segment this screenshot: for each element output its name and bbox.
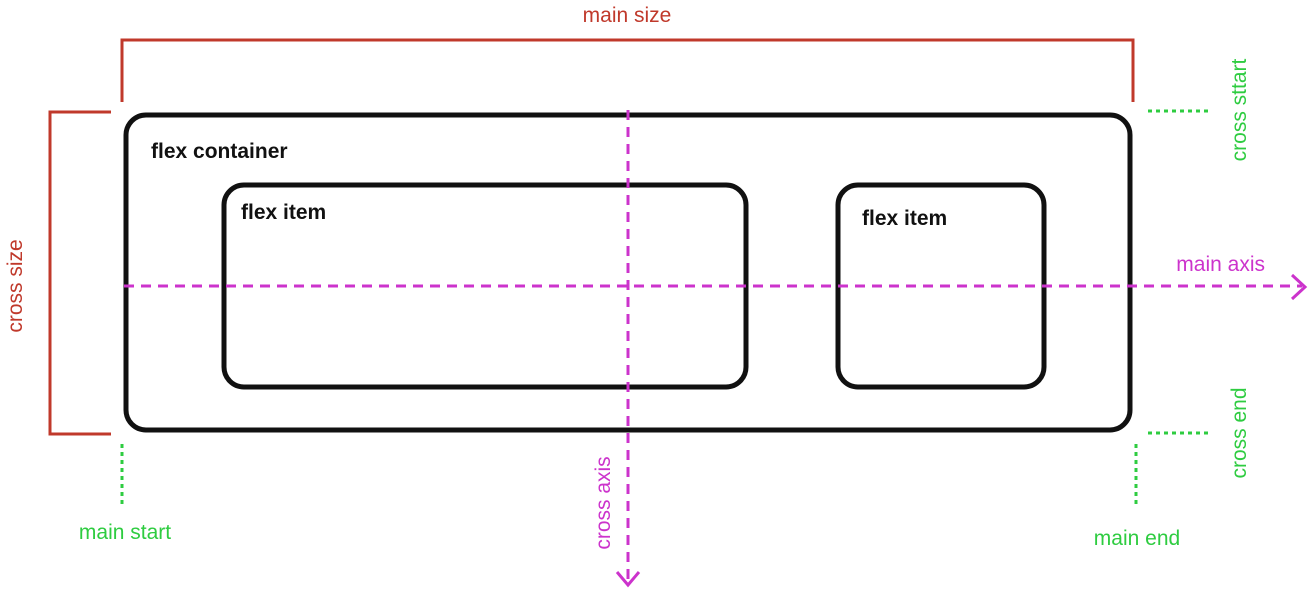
cross-size-label: cross size: [4, 239, 27, 332]
main-size-bracket: [120, 38, 1135, 102]
flex-item-label: flex item: [241, 201, 326, 224]
cross-axis-arrowhead: [615, 571, 641, 588]
main-axis-label: main axis: [1176, 253, 1265, 276]
cross-size-bracket: [48, 110, 111, 436]
flex-item-label: flex item: [862, 207, 947, 230]
main-start-label: main start: [79, 521, 171, 544]
flex-container-label: flex container: [151, 140, 288, 163]
main-size-label: main size: [583, 4, 672, 27]
cross-axis-label: cross axis: [592, 456, 615, 549]
cross-end-label: cross end: [1228, 387, 1251, 478]
main-axis-arrowhead: [1290, 273, 1308, 301]
main-end-label: main end: [1094, 527, 1180, 550]
cross-start-label: cross sttart: [1228, 58, 1251, 161]
